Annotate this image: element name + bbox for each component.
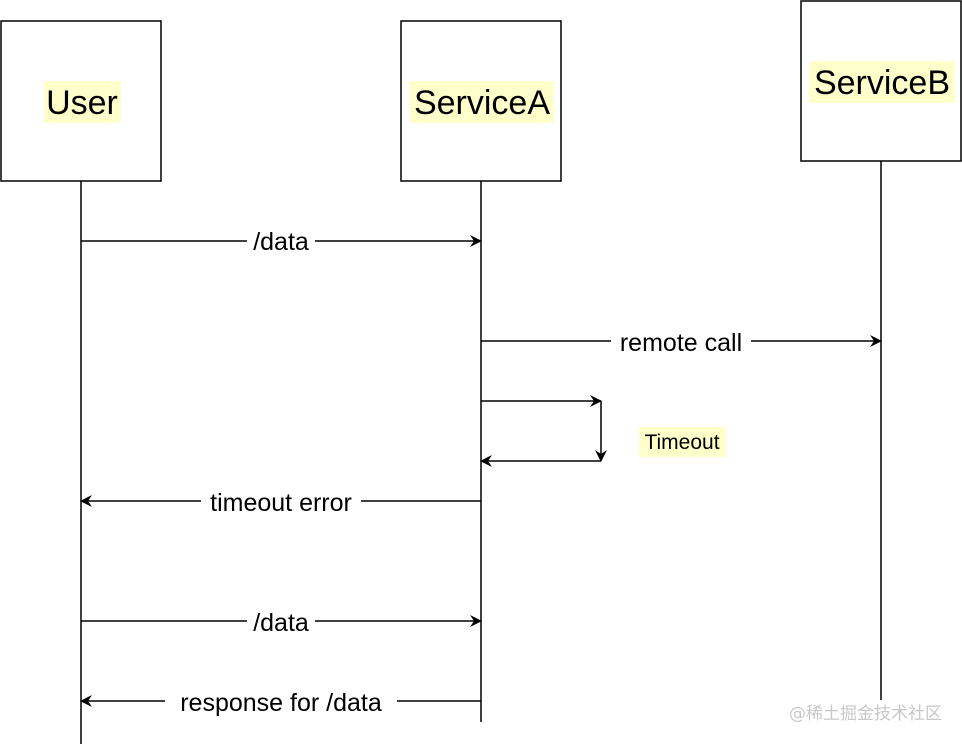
participant-service-a: ServiceA: [400, 20, 562, 182]
message-timeout-error: timeout error: [80, 488, 481, 517]
self-call-note: Timeout: [644, 431, 719, 454]
message-response: response for /data: [80, 688, 481, 717]
participant-service-b: ServiceB: [800, 0, 962, 162]
label-background: [611, 328, 751, 356]
participant-label-user: User: [46, 84, 118, 122]
message-label: response for /data: [180, 689, 382, 717]
message-label: /data: [253, 228, 309, 256]
message-remote-call: remote call: [481, 328, 882, 357]
label-background: [201, 488, 361, 516]
participant-label-service-b: ServiceB: [814, 64, 950, 102]
message-label: /data: [253, 609, 309, 637]
label-highlight: [809, 61, 955, 103]
participant-label-service-a: ServiceA: [414, 84, 550, 122]
label-background: [247, 608, 315, 636]
message-request-2: /data: [81, 608, 482, 637]
label-highlight: [410, 81, 554, 123]
message-label: timeout error: [210, 489, 352, 517]
label-highlight: [44, 81, 121, 123]
label-background: [247, 228, 315, 256]
message-label: remote call: [620, 329, 742, 357]
watermark-text: @稀土掘金技术社区: [789, 704, 942, 724]
message-request-1: /data: [81, 228, 482, 256]
self-call-timeout: Timeout: [480, 395, 726, 467]
participant-user: User: [0, 20, 162, 182]
label-background: [165, 688, 397, 716]
label-highlight: [639, 427, 726, 457]
